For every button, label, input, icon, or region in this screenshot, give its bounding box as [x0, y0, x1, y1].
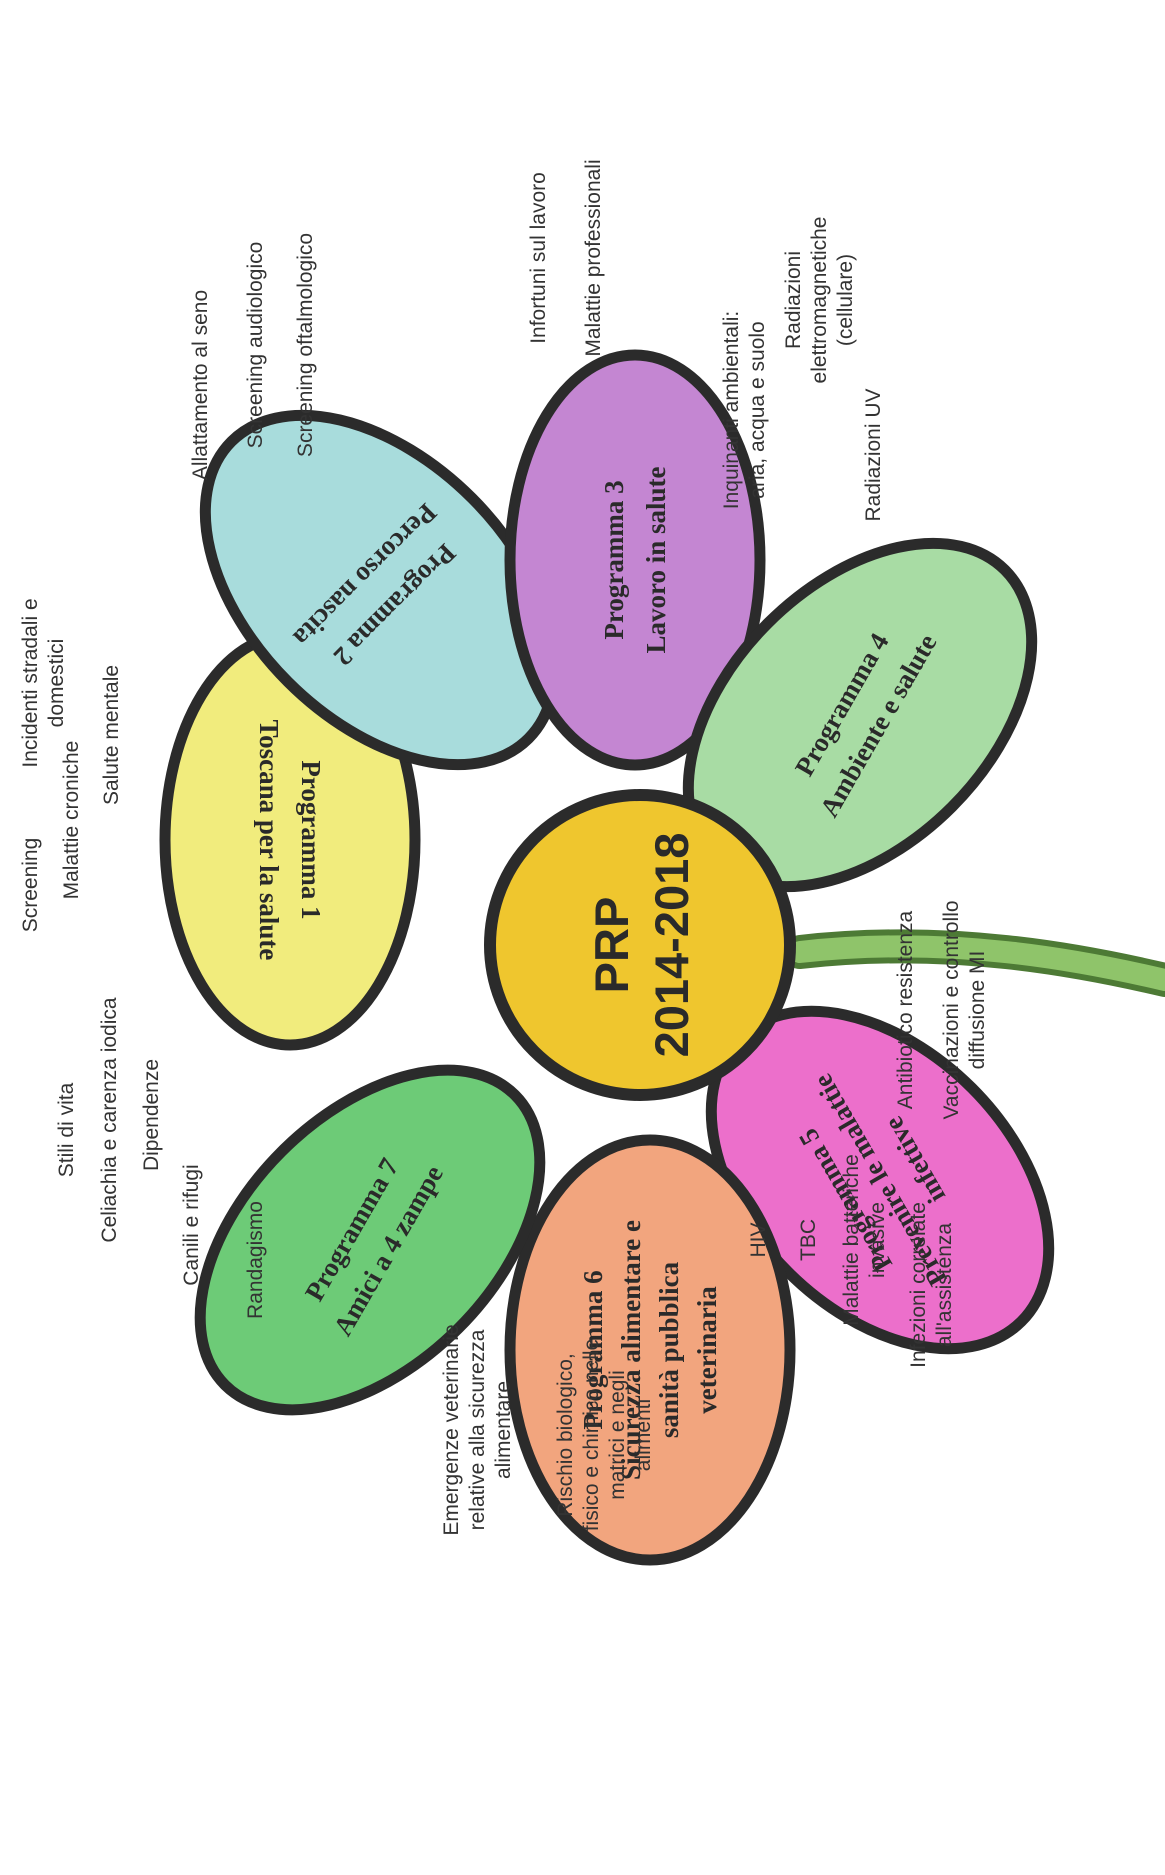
topic-malattie-batteriche-2: invasive — [866, 1202, 889, 1278]
topic-screening: Screening — [19, 838, 42, 933]
topic-hiv: HIV — [747, 1222, 770, 1257]
petal-programma-3: Programma 3 Lavoro in salute — [504, 349, 766, 771]
topic-malattie-croniche: Malattie croniche — [60, 741, 83, 900]
petal-programma-2: Programma 2Percorso nascita — [199, 409, 561, 771]
petal-shape — [504, 349, 766, 771]
petal-shape — [194, 1064, 546, 1416]
petal-shape — [504, 1134, 796, 1566]
topic-emergenze-1: Emergenze veterinarie — [440, 1324, 463, 1535]
petal-label-line: Lavoro in salute — [641, 466, 671, 653]
topics-programma-2: Allattamento al seno Screening audiologi… — [189, 233, 317, 480]
topic-radiazioni-em-1: Radiazioni — [782, 251, 805, 349]
topic-malattie-professionali: Malattie professionali — [582, 159, 605, 356]
petal-programma-6: Programma 6 Sicurezza alimentare e sanità … — [504, 1134, 796, 1566]
topics-programma-6: Emergenze veterinarie relative alla sicu… — [440, 1324, 655, 1535]
topic-vaccinazioni-1: Vaccinazioni e controllo — [940, 900, 963, 1119]
stem — [783, 929, 1165, 997]
center-title: PRP — [585, 897, 638, 994]
topic-radiazioni-uv: Radiazioni UV — [862, 388, 885, 521]
petal-label-line: Sicurezza alimentare e — [616, 1220, 646, 1480]
topic-inquinanti-2: aria, acqua e suolo — [746, 321, 769, 498]
petal-label-line: Programma 6 — [578, 1270, 608, 1429]
topic-infezioni-1: Infezioni correlate — [907, 1202, 930, 1368]
topic-rischio-1: Rischio biologico, — [554, 1353, 577, 1516]
petal-label-line: Programma 1 — [296, 760, 326, 919]
topic-inquinanti-1: Inquinanti ambientali: — [720, 311, 743, 509]
topic-allattamento: Allattamento al seno — [189, 290, 212, 480]
center-disk: PRP 2014-2018 — [484, 789, 796, 1101]
topic-radiazioni-em-2: elettromagnetiche — [808, 217, 831, 384]
topics-programma-4: Inquinanti ambientali: aria, acqua e suo… — [720, 217, 885, 522]
topics-programma-5: Antibiotico resistenza Vaccinazioni e co… — [747, 900, 989, 1367]
topic-salute-mentale: Salute mentale — [100, 665, 123, 805]
topic-emergenze-2: relative alla sicurezza — [466, 1329, 489, 1530]
topic-emergenze-3: alimentare — [492, 1381, 515, 1479]
petals: Programma 1Toscana per la saluteProgramm… — [159, 349, 1055, 1566]
topic-incidenti-2: domestici — [45, 639, 68, 728]
petal-label-line: sanità pubblica — [654, 1261, 684, 1438]
topic-rischio-4: alimenti — [632, 1399, 655, 1471]
topics-programma-3: Infortuni sul lavoro Malattie profession… — [527, 159, 605, 356]
topic-celiachia: Celiachia e carenza iodica — [98, 997, 121, 1242]
topics-programma-7: Canili e rifugi Randagismo — [180, 1164, 267, 1319]
topic-tbc: TBC — [797, 1219, 820, 1261]
topics-programma-1: Screening Malattie croniche Incidenti st… — [19, 598, 163, 1242]
petal-label: Programma 6 Sicurezza alimentare e sanità … — [578, 1220, 722, 1480]
topic-canili: Canili e rifugi — [180, 1164, 203, 1285]
center-years: 2014-2018 — [645, 833, 698, 1058]
topic-infortuni: Infortuni sul lavoro — [527, 172, 550, 344]
topic-radiazioni-em-3: (cellulare) — [834, 254, 857, 346]
topic-rischio-3: matrici e negli — [606, 1370, 629, 1500]
topic-malattie-batteriche-1: Malattie batteriche — [840, 1154, 863, 1326]
petal-label: Programma 1 Toscana per la salute — [254, 720, 326, 961]
topic-dipendenze: Dipendenze — [140, 1059, 163, 1171]
topic-incidenti-1: Incidenti stradali e — [19, 598, 42, 767]
topic-vaccinazioni-2: diffusione MI — [966, 951, 989, 1070]
topic-rischio-2: fisico e chimico nelle — [580, 1339, 603, 1532]
topic-screening-oftalmologico: Screening oftalmologico — [294, 233, 317, 457]
petal-programma-5: Programma 5Prevenire le malattieinfettiv… — [705, 1005, 1055, 1355]
topic-antibiotico: Antibiotico resistenza — [894, 910, 917, 1109]
topic-randagismo: Randagismo — [244, 1201, 267, 1319]
petal-label-line: Programma 3 — [599, 480, 629, 639]
topic-stili-di-vita: Stili di vita — [55, 1082, 78, 1177]
petal-label: Programma 3 Lavoro in salute — [599, 466, 671, 653]
petal-shape — [199, 409, 561, 771]
topic-infezioni-2: all'assistenza — [933, 1223, 956, 1348]
petal-label-line: veterinaria — [692, 1286, 722, 1414]
petal-label-line: Toscana per la salute — [254, 720, 284, 961]
topic-screening-audiologico: Screening audiologico — [244, 242, 267, 449]
petal-programma-7: Programma 7Amici a 4 zampe — [194, 1064, 546, 1416]
